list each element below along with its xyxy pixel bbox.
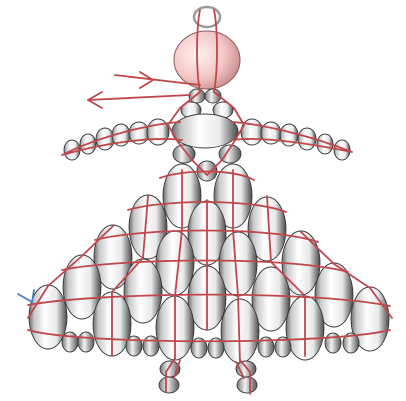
hem-bead (78, 332, 94, 352)
foot-bead (237, 377, 257, 393)
head-bead (174, 31, 240, 89)
thread-start-marker (18, 290, 34, 302)
skirt-bead (29, 285, 67, 349)
thread-direction-arrow-left (88, 95, 190, 100)
neck-bead (189, 89, 205, 103)
bodice-bead (172, 114, 238, 148)
bead-layer (29, 7, 389, 393)
hem-bead (143, 336, 159, 356)
foot-bead (159, 377, 179, 393)
